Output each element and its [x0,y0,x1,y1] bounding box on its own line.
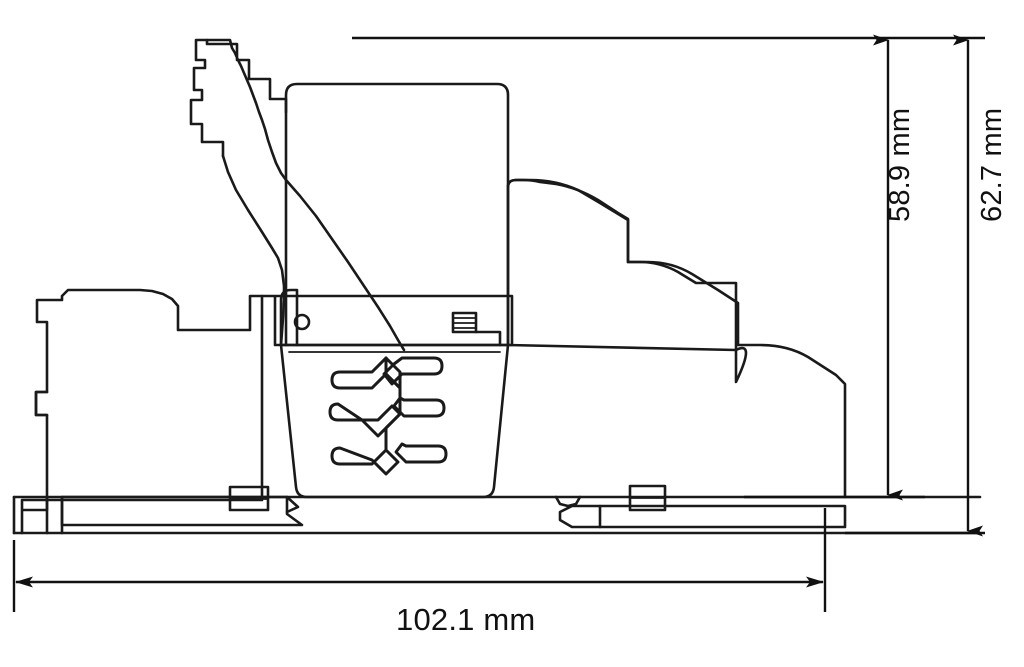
terminal-marker-left [228,485,270,512]
release-lever [205,38,288,182]
dimension-lines [12,34,985,612]
ribbed-tab-shelf [474,330,502,347]
lever-arm [284,178,406,352]
lever-serration-ribs [189,38,225,158]
ribbed-tab-lines [452,317,477,329]
wago-logo [328,356,448,476]
dimension-label-width: 102.1 mm [396,602,536,637]
rail-notch-center [285,495,300,514]
terminal-marker-right [628,484,667,512]
lever-arm-inner-edge [221,154,286,347]
rail-body-right [554,495,582,508]
rail-clip-right [558,504,602,529]
rail-tongue-right [598,504,847,529]
right-housing-profile [506,178,847,499]
relay-housing [284,82,510,347]
left-block-step-detail [34,390,49,417]
lever-pivot-plate [279,288,299,347]
dimension-label-height-outer: 62.7 mm [976,107,1008,222]
pivot-hole [293,313,311,331]
dimension-label-height-inner: 58.9 mm [884,107,916,222]
right-stepped-housing [506,178,748,384]
